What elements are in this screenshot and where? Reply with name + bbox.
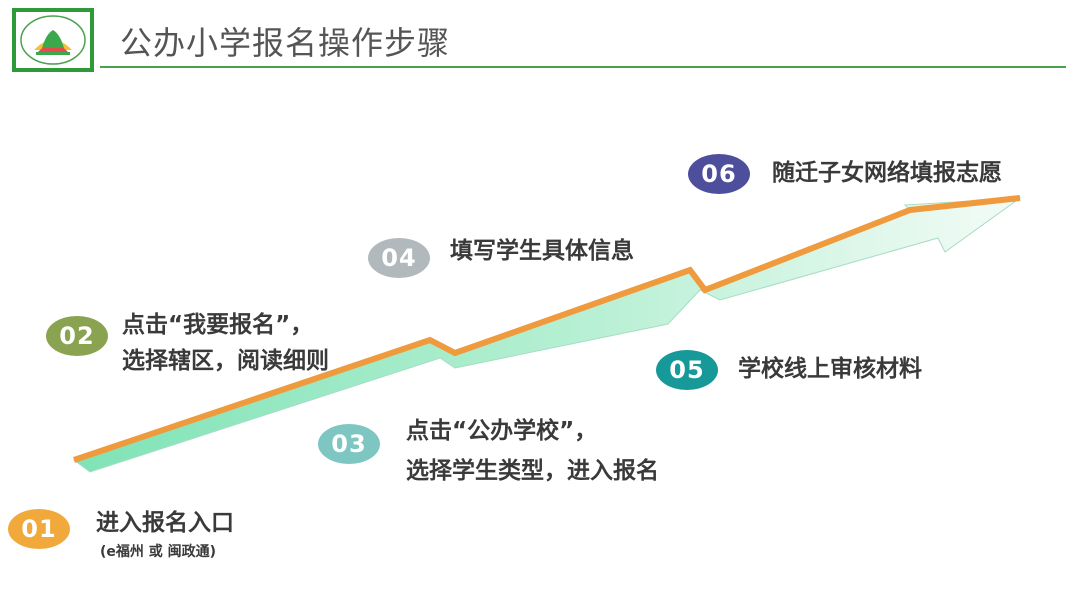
step-04-badge: 04 (368, 238, 430, 278)
step-06-badge: 06 (688, 154, 750, 194)
step-03-badge: 03 (318, 424, 380, 464)
step-01-note: (e福州 或 闽政通) (100, 544, 217, 560)
school-logo (12, 8, 94, 72)
step-03-label-line1: 点击“公办学校”， (406, 418, 598, 444)
step-02-label-line1: 点击“我要报名”， (122, 312, 314, 338)
page-title: 公办小学报名操作步骤 (120, 24, 451, 62)
title-divider (100, 66, 1066, 68)
school-logo-icon (20, 15, 86, 65)
step-02-label-line2: 选择辖区，阅读细则 (122, 348, 329, 374)
step-05-badge: 05 (656, 350, 718, 390)
step-02-badge: 02 (46, 316, 108, 356)
step-01-badge: 01 (8, 509, 70, 549)
arrow-edge (73, 195, 1021, 463)
step-01-label: 进入报名入口 (96, 510, 234, 536)
step-04-label: 填写学生具体信息 (450, 238, 634, 264)
step-06-label: 随迁子女网络填报志愿 (772, 160, 1002, 186)
step-05-label: 学校线上审核材料 (738, 356, 922, 382)
step-03-label-line2: 选择学生类型，进入报名 (406, 458, 659, 484)
